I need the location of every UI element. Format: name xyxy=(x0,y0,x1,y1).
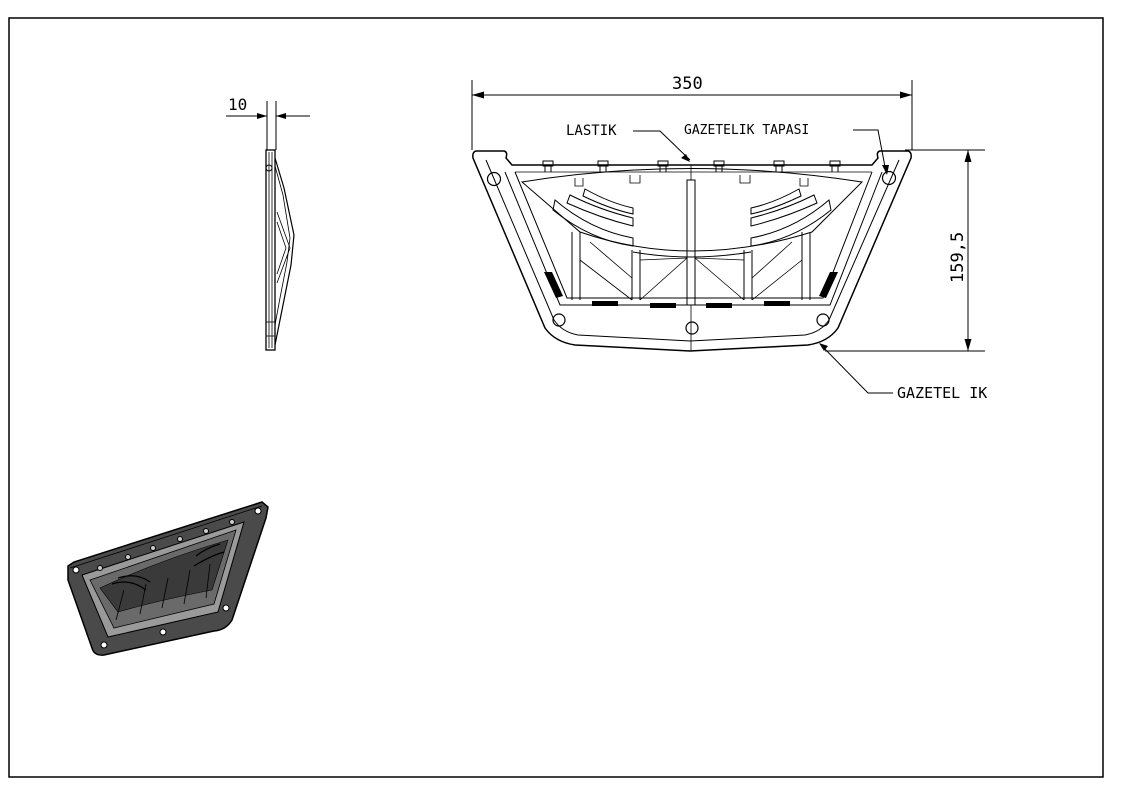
thickness-dimension-label: 10 xyxy=(228,95,247,114)
gazetelik-callout-label: GAZETEL IK xyxy=(897,384,987,402)
width-dimension-label: 350 xyxy=(672,74,703,94)
gazetelik-tapasi-callout-label: GAZETELIK TAPASI xyxy=(684,123,809,138)
front-view: 350 159,5 xyxy=(471,74,987,402)
height-dimension-label: 159,5 xyxy=(948,232,968,283)
lastik-callout-label: LASTIK xyxy=(566,123,617,139)
sheet-border xyxy=(8,17,1104,778)
side-view: 10 xyxy=(226,95,310,351)
isometric-view xyxy=(67,501,269,656)
